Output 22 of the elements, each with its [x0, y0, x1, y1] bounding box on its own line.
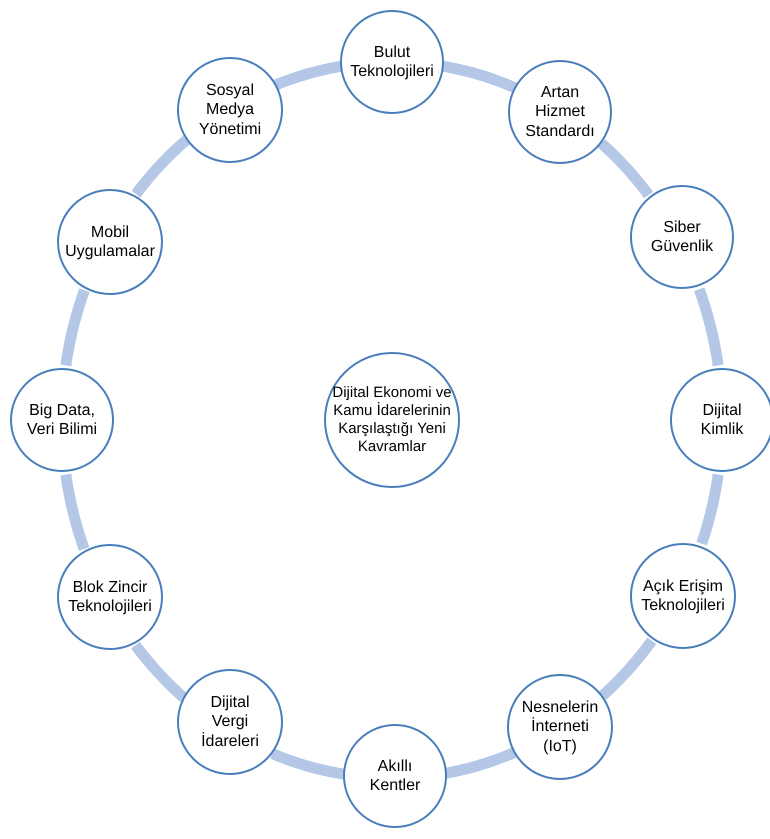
- ring-segment: [694, 287, 724, 368]
- ring-segment: [60, 288, 90, 368]
- center-title: Dijital Ekonomi ve Kamu İdarelerinin Karşılaştığı Yeni Kavramlar: [331, 384, 453, 456]
- ring-segment: [132, 136, 190, 198]
- concept-label: Bulut Teknolojileri: [349, 42, 435, 82]
- concept-label: Akıllı Kentler: [368, 756, 422, 796]
- concept-label: Blok Zincir Teknolojileri: [67, 578, 153, 616]
- concept-label: Artan Hizmet Standardı: [525, 83, 595, 141]
- concept-label: Big Data, Veri Bilimi: [26, 400, 98, 440]
- concept-label: Siber Güvenlik: [650, 218, 714, 256]
- concept-label: Sosyal Medya Yönetimi: [198, 81, 262, 139]
- ring-segment: [598, 638, 656, 700]
- ring-segment: [440, 60, 517, 93]
- concept-label: Mobil Uygulamalar: [64, 222, 156, 262]
- concept-label: Açık Erişim Teknolojileri: [640, 576, 726, 616]
- concept-label: Dijital Kimlik: [700, 400, 744, 440]
- ring-segment: [60, 472, 90, 551]
- ring-segment: [696, 472, 724, 546]
- ring-segment: [598, 139, 654, 198]
- concept-label: Dijital Vergi İdareleri: [200, 693, 260, 751]
- ring-segment: [131, 642, 188, 702]
- concept-label: Nesnelerin İnterneti (IoT): [520, 698, 600, 756]
